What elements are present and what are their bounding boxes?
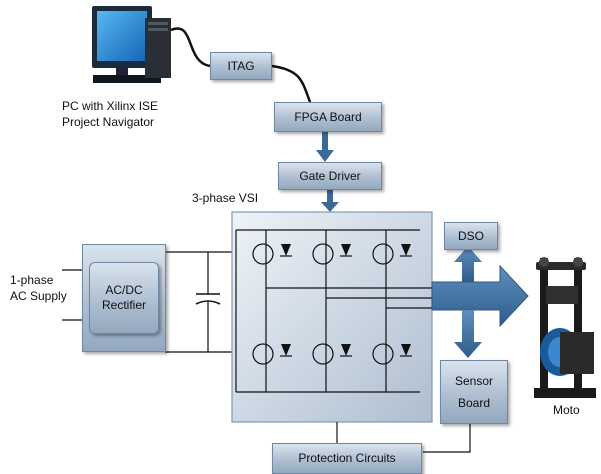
ac-supply-label: 1-phase AC Supply <box>10 273 67 303</box>
fpga-to-gate-arrow <box>316 132 334 162</box>
dc-link-capacitor <box>195 252 221 352</box>
gate-to-vsi-arrow <box>321 190 339 212</box>
vsi-panel <box>231 211 433 423</box>
igbt-switch-icon <box>312 343 352 365</box>
motor-icon <box>534 257 596 398</box>
igbt-switch-icon <box>252 343 292 365</box>
gate-driver-block: Gate Driver <box>278 162 382 190</box>
sensor-board-block: Sensor Board <box>440 360 508 424</box>
pc-label: PC with Xilinx ISE Project Navigator <box>62 99 159 129</box>
rectifier-label-panel: AC/DC Rectifier <box>89 262 159 334</box>
jtag-block: ITAG <box>210 52 272 80</box>
computer-icon <box>92 6 171 83</box>
igbt-switch-icon <box>372 343 412 365</box>
fpga-board-block: FPGA Board <box>274 102 382 132</box>
pc-jtag-cable <box>170 27 211 68</box>
dso-block: DSO <box>444 222 498 250</box>
igbt-switch-icon <box>312 243 352 265</box>
rectifier-block: AC/DC Rectifier <box>82 244 166 352</box>
vsi-wiring <box>235 229 432 393</box>
vsi-to-motor-arrow <box>431 264 529 328</box>
jtag-fpga-cable <box>271 64 312 103</box>
vsi-to-dso-arrow <box>454 246 482 282</box>
vsi-to-sensor-arrow <box>454 310 482 358</box>
igbt-switch-icon <box>252 243 292 265</box>
igbt-switch-icon <box>372 243 412 265</box>
vsi-label: 3-phase VSI <box>192 191 259 205</box>
protection-circuits-block: Protection Circuits <box>272 443 422 474</box>
motor-label: Moto <box>553 403 580 417</box>
